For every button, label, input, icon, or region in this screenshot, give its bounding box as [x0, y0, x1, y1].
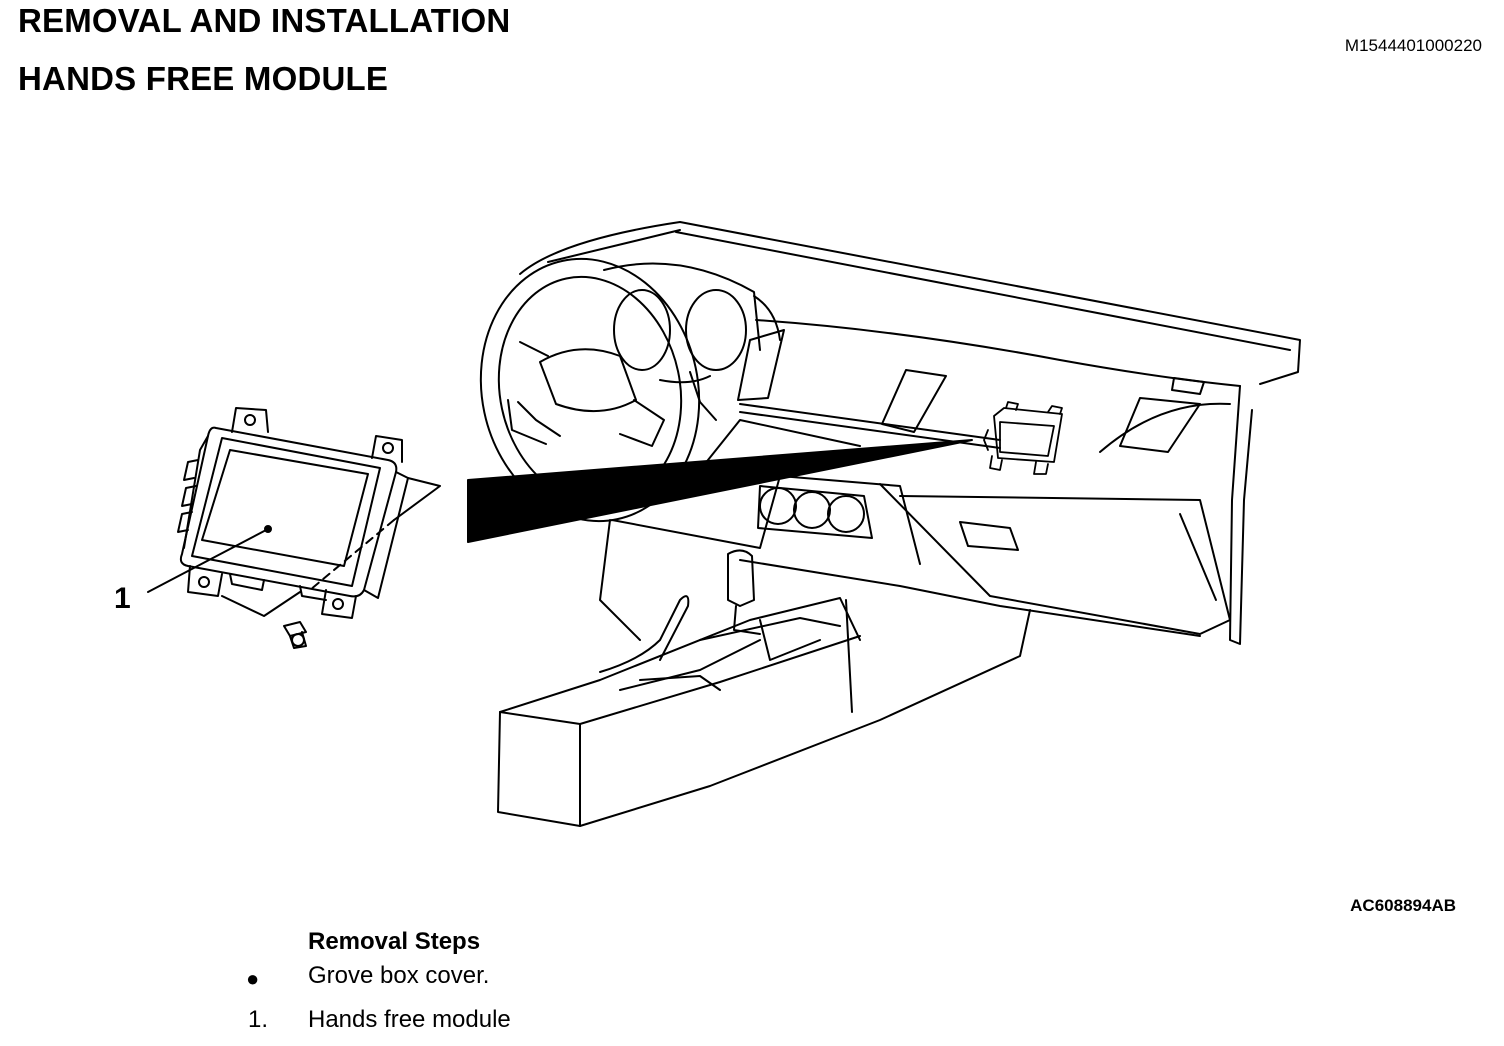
page-subtitle: HANDS FREE MODULE — [18, 60, 389, 97]
step-text: Hands free module — [308, 1006, 511, 1033]
step-number: 1. — [248, 1006, 269, 1033]
page-title: REMOVAL AND INSTALLATION — [18, 2, 511, 39]
document-id: M1544401000220 — [1344, 36, 1482, 55]
callout-wedge — [467, 439, 973, 543]
callout-label-1: 1 — [114, 582, 131, 615]
dashboard-outline — [479, 221, 1301, 827]
module-installed — [983, 401, 1063, 475]
module-exploded-view — [147, 407, 441, 649]
removal-steps-heading: Removal Steps — [308, 928, 481, 955]
figure-id: AC608894AB — [1350, 896, 1456, 915]
dashboard-illustration — [147, 221, 1301, 827]
step-text: Grove box cover. — [308, 962, 490, 989]
bullet-marker: ● — [246, 966, 260, 991]
